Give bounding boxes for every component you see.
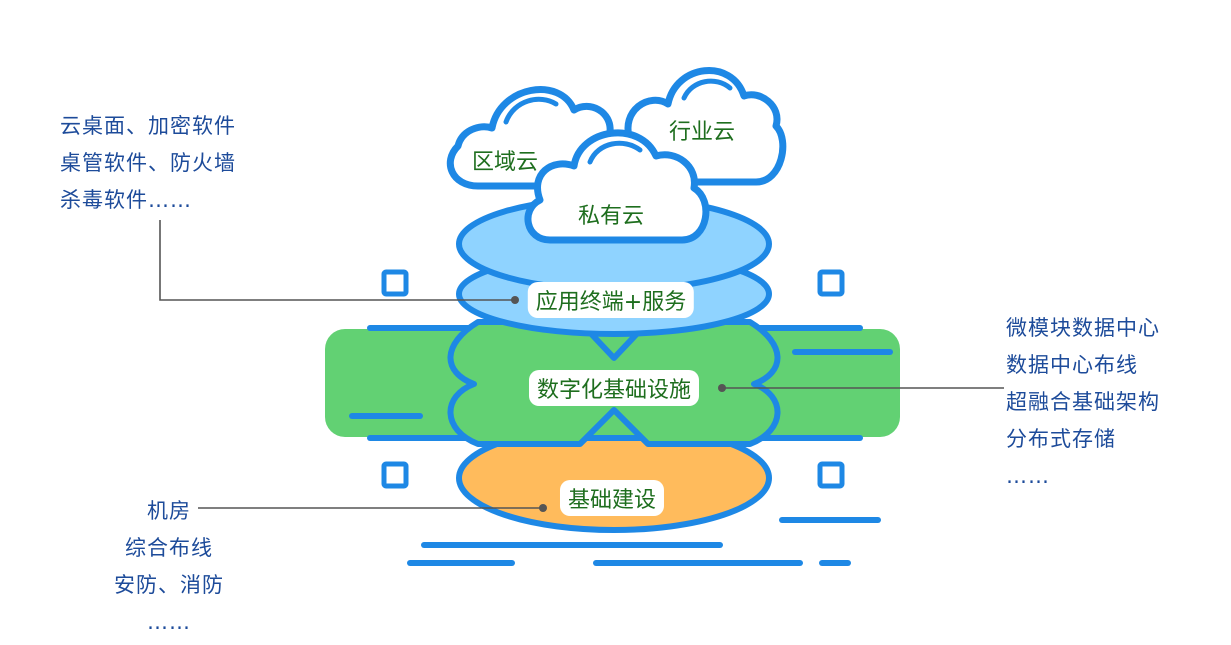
note-software: 云桌面、加密软件 桌管软件、防火墙 杀毒软件…… bbox=[60, 108, 236, 219]
note-line: 桌管软件、防火墙 bbox=[60, 151, 236, 175]
digital-infra-label: 数字化基础设施 bbox=[528, 370, 700, 406]
cloud-regional-label: 区域云 bbox=[471, 150, 539, 175]
note-line: 微模块数据中心 bbox=[1006, 316, 1160, 340]
note-construction: 机房 综合布线 安防、消防 …… bbox=[105, 493, 233, 641]
note-line: 杀毒软件…… bbox=[60, 188, 192, 212]
basic-construction-label: 基础建设 bbox=[559, 480, 665, 516]
cloud-private-label: 私有云 bbox=[577, 204, 645, 229]
note-line: 云桌面、加密软件 bbox=[60, 114, 236, 138]
note-line: …… bbox=[1006, 464, 1050, 488]
note-line: 数据中心布线 bbox=[1006, 353, 1138, 377]
clouds bbox=[446, 67, 787, 244]
leader-lines bbox=[159, 220, 1004, 509]
note-line: …… bbox=[147, 610, 191, 634]
note-line: 分布式存储 bbox=[1006, 427, 1116, 451]
note-line: 安防、消防 bbox=[114, 573, 224, 597]
leader-dots bbox=[511, 296, 726, 512]
note-line: 超融合基础架构 bbox=[1006, 390, 1160, 414]
note-infrastructure: 微模块数据中心 数据中心布线 超融合基础架构 分布式存储 …… bbox=[1006, 310, 1160, 495]
note-line: 机房 bbox=[147, 499, 191, 523]
terminal-service-label: 应用终端+服务 bbox=[527, 282, 695, 318]
cloud-industry-label: 行业云 bbox=[668, 120, 736, 145]
decorative-squares bbox=[381, 269, 845, 489]
ground-lines bbox=[407, 517, 881, 566]
note-line: 综合布线 bbox=[125, 536, 213, 560]
cloud-private bbox=[524, 129, 710, 244]
cloud-highlights bbox=[503, 78, 733, 165]
